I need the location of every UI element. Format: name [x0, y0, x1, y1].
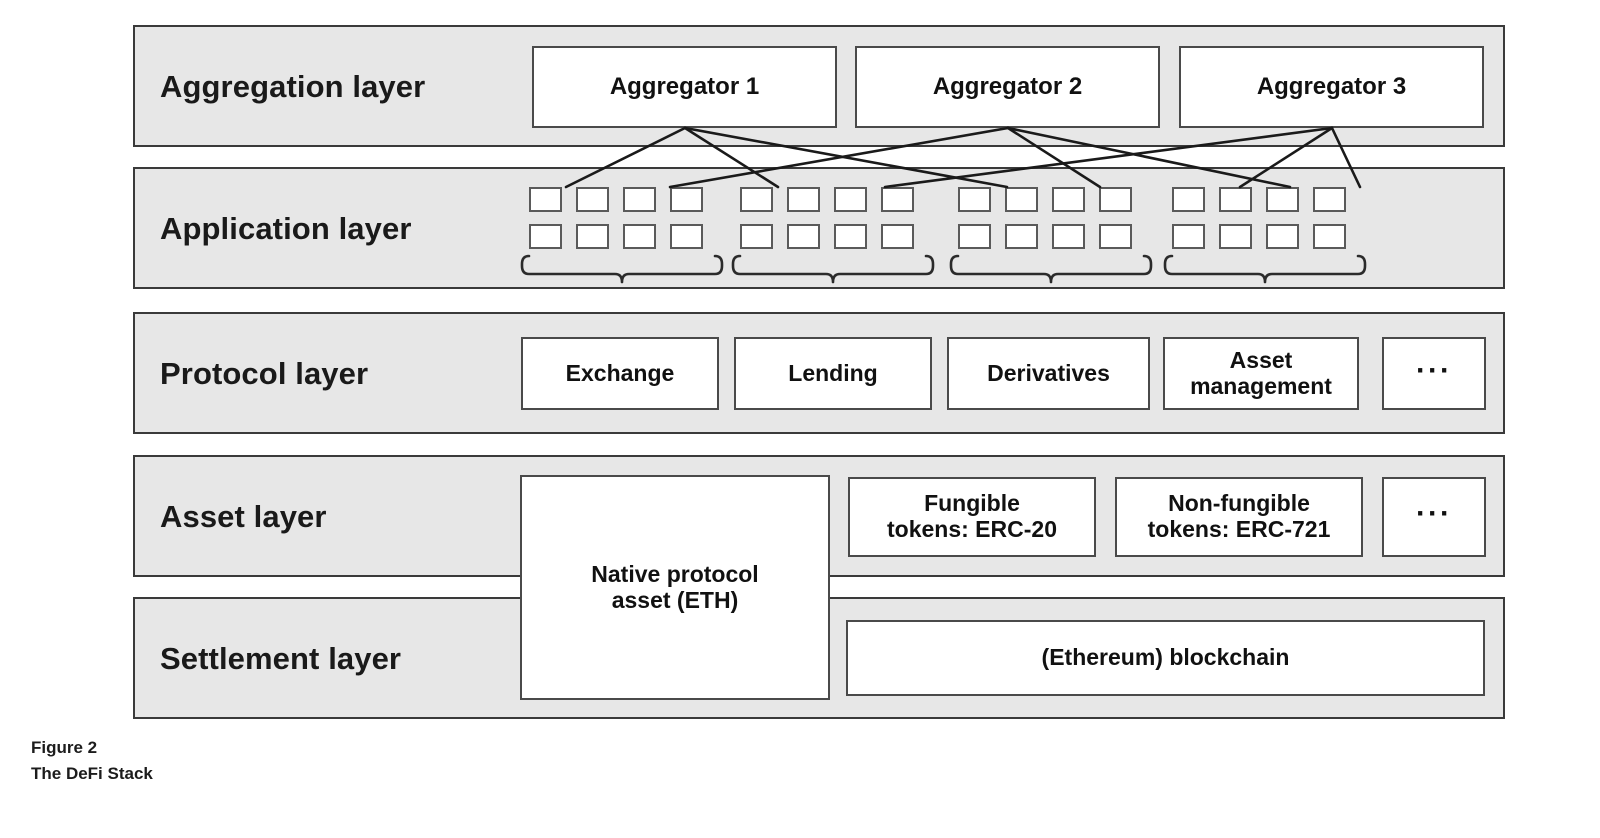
figure-caption: Figure 2 The DeFi Stack — [31, 735, 153, 786]
application-cell[interactable] — [576, 224, 609, 249]
application-cell[interactable] — [576, 187, 609, 212]
application-cell[interactable] — [740, 224, 773, 249]
asset-box-fungible-tokens[interactable]: Fungible tokens: ERC-20 — [848, 477, 1096, 557]
application-cell[interactable] — [1313, 187, 1346, 212]
application-layer-label: Application layer — [160, 211, 412, 246]
application-cell[interactable] — [1219, 224, 1252, 249]
native-protocol-asset-box[interactable]: Native protocol asset (ETH) — [520, 475, 830, 700]
application-cell[interactable] — [834, 187, 867, 212]
application-cell[interactable] — [1099, 187, 1132, 212]
application-cell[interactable] — [1172, 187, 1205, 212]
application-cell[interactable] — [1052, 224, 1085, 249]
application-group-1 — [529, 187, 719, 249]
protocol-box-exchange[interactable]: Exchange — [521, 337, 719, 410]
protocol-box-asset-management[interactable]: Asset management — [1163, 337, 1359, 410]
application-cell[interactable] — [1266, 224, 1299, 249]
application-cell[interactable] — [881, 187, 914, 212]
settlement-box-blockchain[interactable]: (Ethereum) blockchain — [846, 620, 1485, 696]
application-cell[interactable] — [670, 224, 703, 249]
application-cell[interactable] — [1172, 224, 1205, 249]
application-cell[interactable] — [1005, 187, 1038, 212]
aggregation-layer-label: Aggregation layer — [160, 69, 426, 104]
asset-layer-label: Asset layer — [160, 499, 327, 534]
application-cell[interactable] — [958, 187, 991, 212]
application-cell[interactable] — [529, 224, 562, 249]
asset-box-more[interactable]: ··· — [1382, 477, 1486, 557]
application-cell[interactable] — [787, 224, 820, 249]
application-cell[interactable] — [1005, 224, 1038, 249]
protocol-box-derivatives[interactable]: Derivatives — [947, 337, 1150, 410]
aggregator-1-box[interactable]: Aggregator 1 — [532, 46, 837, 128]
protocol-layer-label: Protocol layer — [160, 356, 369, 391]
aggregator-3-box[interactable]: Aggregator 3 — [1179, 46, 1484, 128]
application-cell[interactable] — [623, 187, 656, 212]
caption-number: Figure 2 — [31, 738, 98, 757]
application-cell[interactable] — [958, 224, 991, 249]
application-cell[interactable] — [670, 187, 703, 212]
application-cell[interactable] — [529, 187, 562, 212]
asset-box-non-fungible-tokens[interactable]: Non-fungible tokens: ERC-721 — [1115, 477, 1363, 557]
application-cell[interactable] — [1313, 224, 1346, 249]
protocol-box-more[interactable]: ··· — [1382, 337, 1486, 410]
application-group-4 — [1172, 187, 1362, 249]
application-cell[interactable] — [881, 224, 914, 249]
application-cell[interactable] — [623, 224, 656, 249]
application-cell[interactable] — [787, 187, 820, 212]
application-group-3 — [958, 187, 1148, 249]
application-cell[interactable] — [1052, 187, 1085, 212]
settlement-layer-label: Settlement layer — [160, 641, 402, 676]
application-cell[interactable] — [1099, 224, 1132, 249]
application-cell[interactable] — [740, 187, 773, 212]
application-cell[interactable] — [1266, 187, 1299, 212]
application-cell[interactable] — [834, 224, 867, 249]
aggregator-2-box[interactable]: Aggregator 2 — [855, 46, 1160, 128]
application-group-2 — [740, 187, 930, 249]
protocol-box-lending[interactable]: Lending — [734, 337, 932, 410]
caption-title: The DeFi Stack — [31, 763, 153, 783]
application-cell[interactable] — [1219, 187, 1252, 212]
